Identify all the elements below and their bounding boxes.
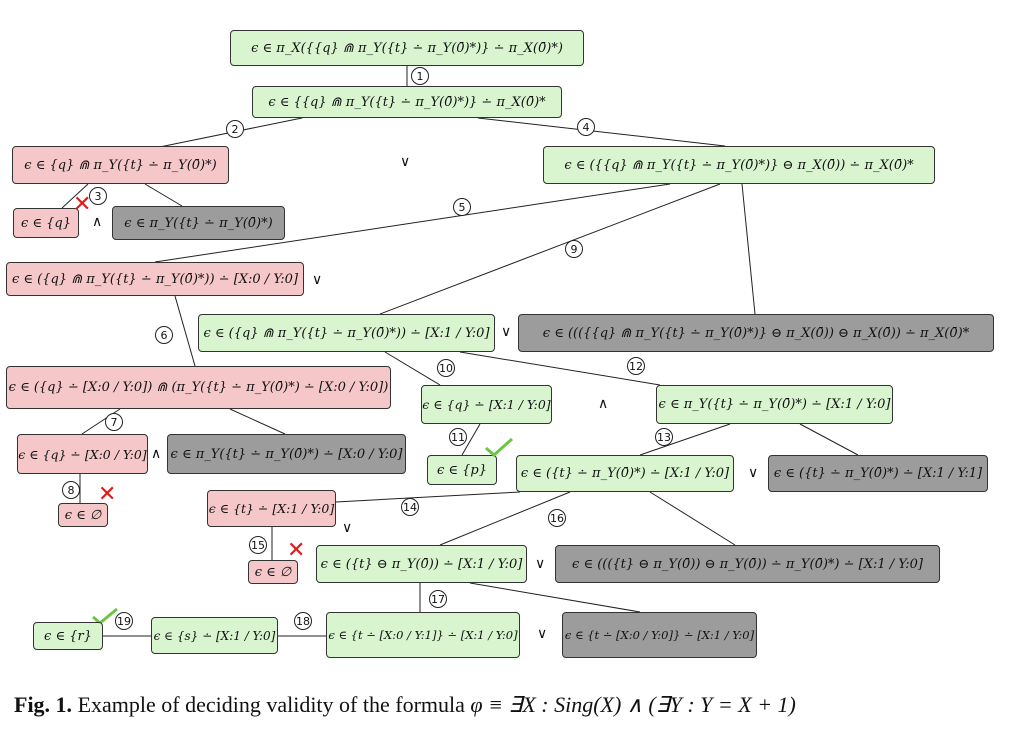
edge — [61, 183, 89, 209]
and-operator: ∧ — [151, 446, 162, 462]
node-13: ϵ ∈ {q} ∸ [X:0 / Y:0] — [17, 434, 148, 474]
step-8: 8 — [62, 481, 80, 499]
or-operator: ∨ — [748, 465, 759, 481]
node-14: ϵ ∈ π_Y({t} ∸ π_Y(0̄)*) ∸ [X:0 / Y:0] — [167, 434, 406, 474]
edge — [154, 183, 671, 263]
node-19: ϵ ∈ {t} ∸ [X:1 / Y:0] — [207, 490, 336, 527]
node-18: ϵ ∈ ∅ — [58, 503, 108, 527]
and-operator: ∧ — [92, 214, 103, 230]
edge — [229, 408, 286, 435]
node-23: ϵ ∈ {r} — [33, 622, 103, 650]
invalid-cross-icon: ✕ — [98, 482, 117, 507]
invalid-cross-icon: ✕ — [73, 192, 92, 217]
node-1: ϵ ∈ π_X({{q} ⋒ π_Y({t} ∸ π_Y(0̄)*)} ∸ π_… — [230, 30, 584, 66]
step-14: 14 — [401, 498, 419, 516]
caption-text: Example of deciding validity of the form… — [77, 692, 465, 717]
node-21: ϵ ∈ ((({t} ⊖ π_Y(0̄)) ⊖ π_Y(0̄)) ∸ π_Y(0… — [555, 545, 940, 583]
step-6: 6 — [155, 326, 173, 344]
node-4: ϵ ∈ ({{q} ⋒ π_Y({t} ∸ π_Y(0̄)*)} ⊖ π_X(0… — [543, 146, 935, 184]
step-12: 12 — [627, 357, 645, 375]
node-12: ϵ ∈ π_Y({t} ∸ π_Y(0̄)*) ∸ [X:1 / Y:0] — [656, 385, 893, 424]
step-10: 10 — [437, 359, 455, 377]
edge — [469, 582, 641, 613]
node-7: ϵ ∈ ({q} ⋒ π_Y({t} ∸ π_Y(0̄)*)) ∸ [X:0 /… — [6, 262, 304, 296]
step-13: 13 — [655, 428, 673, 446]
node-17: ϵ ∈ ({t} ∸ π_Y(0̄)*) ∸ [X:1 / Y:1] — [768, 455, 988, 492]
caption-formula: φ ≡ ∃X : Sing(X) ∧ (∃Y : Y = X + 1) — [470, 692, 796, 717]
node-5: ϵ ∈ {q} — [13, 208, 79, 238]
step-9: 9 — [565, 240, 583, 258]
edge — [379, 183, 721, 315]
edge — [741, 183, 756, 315]
node-11: ϵ ∈ {q} ∸ [X:1 / Y:0] — [421, 385, 552, 424]
node-15: ϵ ∈ {p} — [427, 455, 497, 485]
and-operator: ∧ — [598, 396, 609, 412]
edge — [459, 351, 661, 386]
or-operator: ∨ — [312, 272, 323, 288]
node-6: ϵ ∈ π_Y({t} ∸ π_Y(0̄)*) — [112, 206, 285, 240]
or-operator: ∨ — [537, 626, 548, 642]
step-3: 3 — [89, 187, 107, 205]
edge — [649, 491, 736, 546]
edge — [144, 183, 183, 207]
step-16: 16 — [548, 509, 566, 527]
or-operator: ∨ — [535, 556, 546, 572]
edge — [799, 423, 859, 456]
node-16: ϵ ∈ ({t} ∸ π_Y(0̄)*) ∸ [X:1 / Y:0] — [516, 455, 734, 492]
node-9: ϵ ∈ ((({{q} ⋒ π_Y({t} ∸ π_Y(0̄)*)} ⊖ π_X… — [518, 314, 994, 352]
node-25: ϵ ∈ {t ∸ [X:0 / Y:1]} ∸ [X:1 / Y:0] — [326, 612, 520, 658]
edge — [174, 295, 196, 367]
edge — [384, 351, 441, 386]
step-19: 19 — [115, 612, 133, 630]
or-operator: ∨ — [342, 520, 353, 536]
node-20: ϵ ∈ ({t} ⊖ π_Y(0̄)) ∸ [X:1 / Y:0] — [316, 545, 527, 583]
step-7: 7 — [105, 413, 123, 431]
valid-check-icon — [485, 437, 513, 457]
or-operator: ∨ — [501, 324, 512, 340]
node-10: ϵ ∈ ({q} ∸ [X:0 / Y:0]) ⋒ (π_Y({t} ∸ π_Y… — [6, 366, 391, 409]
edge — [639, 423, 731, 456]
step-2: 2 — [226, 120, 244, 138]
step-15: 15 — [249, 536, 267, 554]
figure-caption: Fig. 1. Example of deciding validity of … — [14, 692, 796, 718]
node-26: ϵ ∈ {t ∸ [X:0 / Y:0]} ∸ [X:1 / Y:0] — [562, 612, 757, 658]
node-22: ϵ ∈ ∅ — [248, 560, 298, 584]
edge — [335, 491, 521, 503]
edge — [439, 491, 571, 546]
step-1: 1 — [411, 67, 429, 85]
invalid-cross-icon: ✕ — [287, 538, 306, 563]
or-operator: ∨ — [400, 154, 411, 170]
node-8: ϵ ∈ ({q} ⋒ π_Y({t} ∸ π_Y(0̄)*)) ∸ [X:1 /… — [198, 314, 495, 352]
edge — [461, 423, 481, 456]
node-3: ϵ ∈ {q} ⋒ π_Y({t} ∸ π_Y(0̄)*) — [12, 146, 229, 184]
caption-label: Fig. 1. — [14, 692, 73, 717]
edge — [477, 117, 726, 147]
step-11: 11 — [449, 428, 467, 446]
step-5: 5 — [453, 198, 471, 216]
step-17: 17 — [429, 590, 447, 608]
node-24: ϵ ∈ {s} ∸ [X:1 / Y:0] — [151, 617, 278, 654]
step-18: 18 — [294, 612, 312, 630]
node-2: ϵ ∈ {{q} ⋒ π_Y({t} ∸ π_Y(0̄)*)} ∸ π_X(0̄… — [252, 86, 562, 118]
step-4: 4 — [577, 118, 595, 136]
